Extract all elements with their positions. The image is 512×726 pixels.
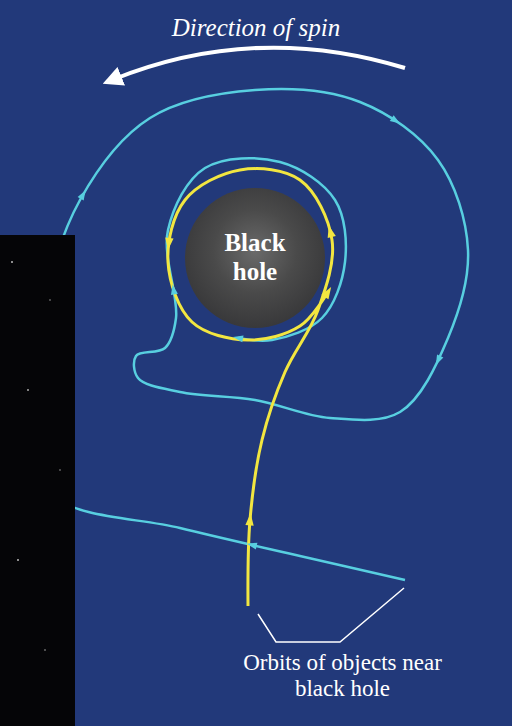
- black-hole-circle: Black hole: [185, 188, 325, 328]
- star: [11, 261, 13, 263]
- star: [59, 469, 61, 471]
- orbit-arrowhead: [325, 224, 336, 238]
- orbit-arrowhead: [433, 354, 444, 366]
- spin-arrow: [112, 48, 405, 80]
- star: [44, 649, 46, 651]
- orbit-arrowhead: [321, 285, 334, 300]
- yellow-orbit: [168, 169, 333, 606]
- orbit-arrowheads: [78, 115, 444, 549]
- orbit-arrowhead: [232, 334, 243, 343]
- spin-label: Direction of spin: [0, 14, 512, 43]
- node-label: Black hole: [215, 229, 295, 287]
- star: [49, 299, 51, 301]
- orbit-arrowhead: [390, 115, 402, 126]
- orbits-label: Orbits of objects near black hole: [240, 650, 445, 703]
- star: [17, 559, 19, 561]
- bracket: [258, 588, 404, 642]
- star: [27, 389, 29, 391]
- orbit-arrowhead: [245, 513, 254, 526]
- orbit-arrowhead: [246, 540, 257, 549]
- orbit-arrowhead: [78, 188, 89, 200]
- orbit-arrowhead: [164, 238, 174, 251]
- dark-overlay: [0, 235, 75, 726]
- orbit-arrowhead: [169, 284, 178, 295]
- cyan-orbit: [37, 89, 468, 580]
